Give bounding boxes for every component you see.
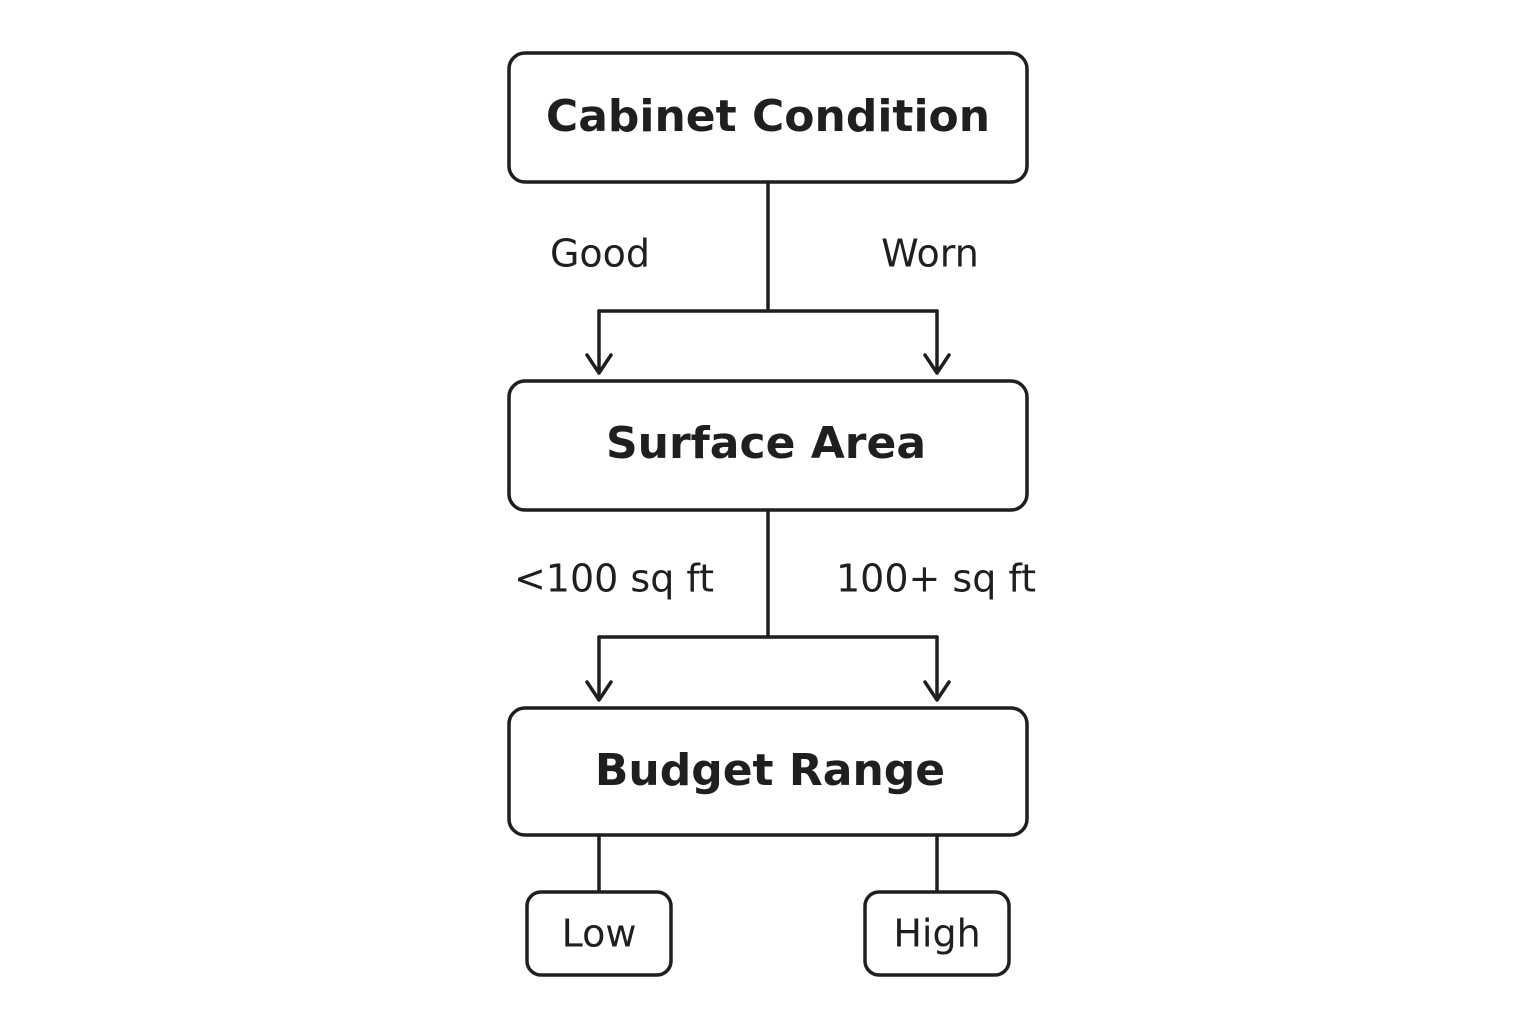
connector-area-to-budget — [585, 508, 951, 702]
edge-label-over-100: 100+ sq ft — [836, 557, 1036, 601]
connector-condition-to-area — [585, 180, 951, 375]
node-high: High — [863, 890, 1011, 977]
node-cabinet-condition: Cabinet Condition — [507, 51, 1029, 184]
node-high-label: High — [893, 912, 980, 956]
arrowhead-left-1 — [585, 353, 613, 375]
arrowhead-right-1 — [923, 353, 951, 375]
edge-label-worn: Worn — [881, 232, 979, 276]
edge-label-good: Good — [550, 232, 650, 276]
edge-label-under-100: <100 sq ft — [514, 557, 714, 601]
arrowhead-right-2 — [923, 680, 951, 702]
node-budget-range-label: Budget Range — [595, 745, 945, 796]
connector-budget-to-leaves — [597, 833, 939, 894]
node-low-label: Low — [562, 912, 637, 956]
arrowhead-left-2 — [585, 680, 613, 702]
node-surface-area-label: Surface Area — [606, 418, 926, 469]
node-budget-range: Budget Range — [507, 706, 1029, 837]
node-cabinet-condition-label: Cabinet Condition — [546, 91, 990, 142]
node-low: Low — [525, 890, 673, 977]
node-surface-area: Surface Area — [507, 379, 1029, 512]
